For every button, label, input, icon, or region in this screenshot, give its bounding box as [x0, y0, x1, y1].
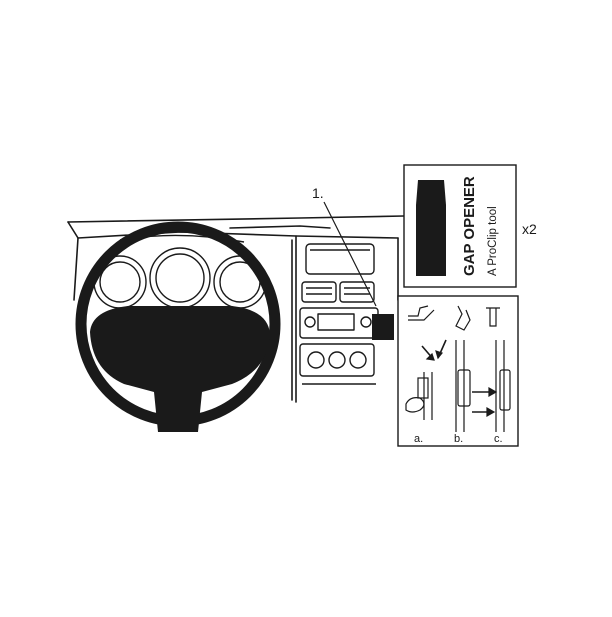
tool-title: GAP OPENER [461, 176, 478, 276]
center-gauge [149, 247, 211, 309]
tool-badge: GAP OPENER A ProClip tool x2 [403, 164, 537, 288]
step-label-a: a. [414, 433, 423, 445]
tool-subtitle: A ProClip tool [487, 206, 499, 276]
tool-quantity: x2 [522, 221, 537, 237]
climate-controls [299, 343, 375, 377]
install-steps-panel: a. b. c. [397, 295, 519, 447]
steering-hub [90, 306, 270, 432]
right-air-vent [339, 281, 375, 303]
pry-tool-icon [408, 305, 435, 321]
step-label-c: c. [494, 433, 503, 445]
clip-tool-icon [486, 307, 500, 327]
step-c-illustration [495, 340, 511, 432]
center-display [305, 243, 375, 275]
left-air-vent [301, 281, 337, 303]
mount-position-marker [372, 314, 394, 340]
instrument-cluster [93, 234, 267, 309]
right-gauge [213, 255, 267, 309]
step-label-b: b. [454, 433, 463, 445]
step-b-illustration [455, 340, 498, 432]
hook-tool-icon [455, 305, 471, 331]
callout-1: 1. [312, 185, 377, 307]
steering-wheel [75, 221, 281, 432]
callout-leader-line [323, 201, 377, 307]
radio-unit [299, 307, 379, 339]
center-console [299, 243, 379, 385]
callout-label: 1. [312, 185, 324, 201]
gap-opener-tool-icon [416, 180, 446, 276]
step-a-illustration [405, 339, 447, 420]
left-gauge [93, 255, 147, 309]
